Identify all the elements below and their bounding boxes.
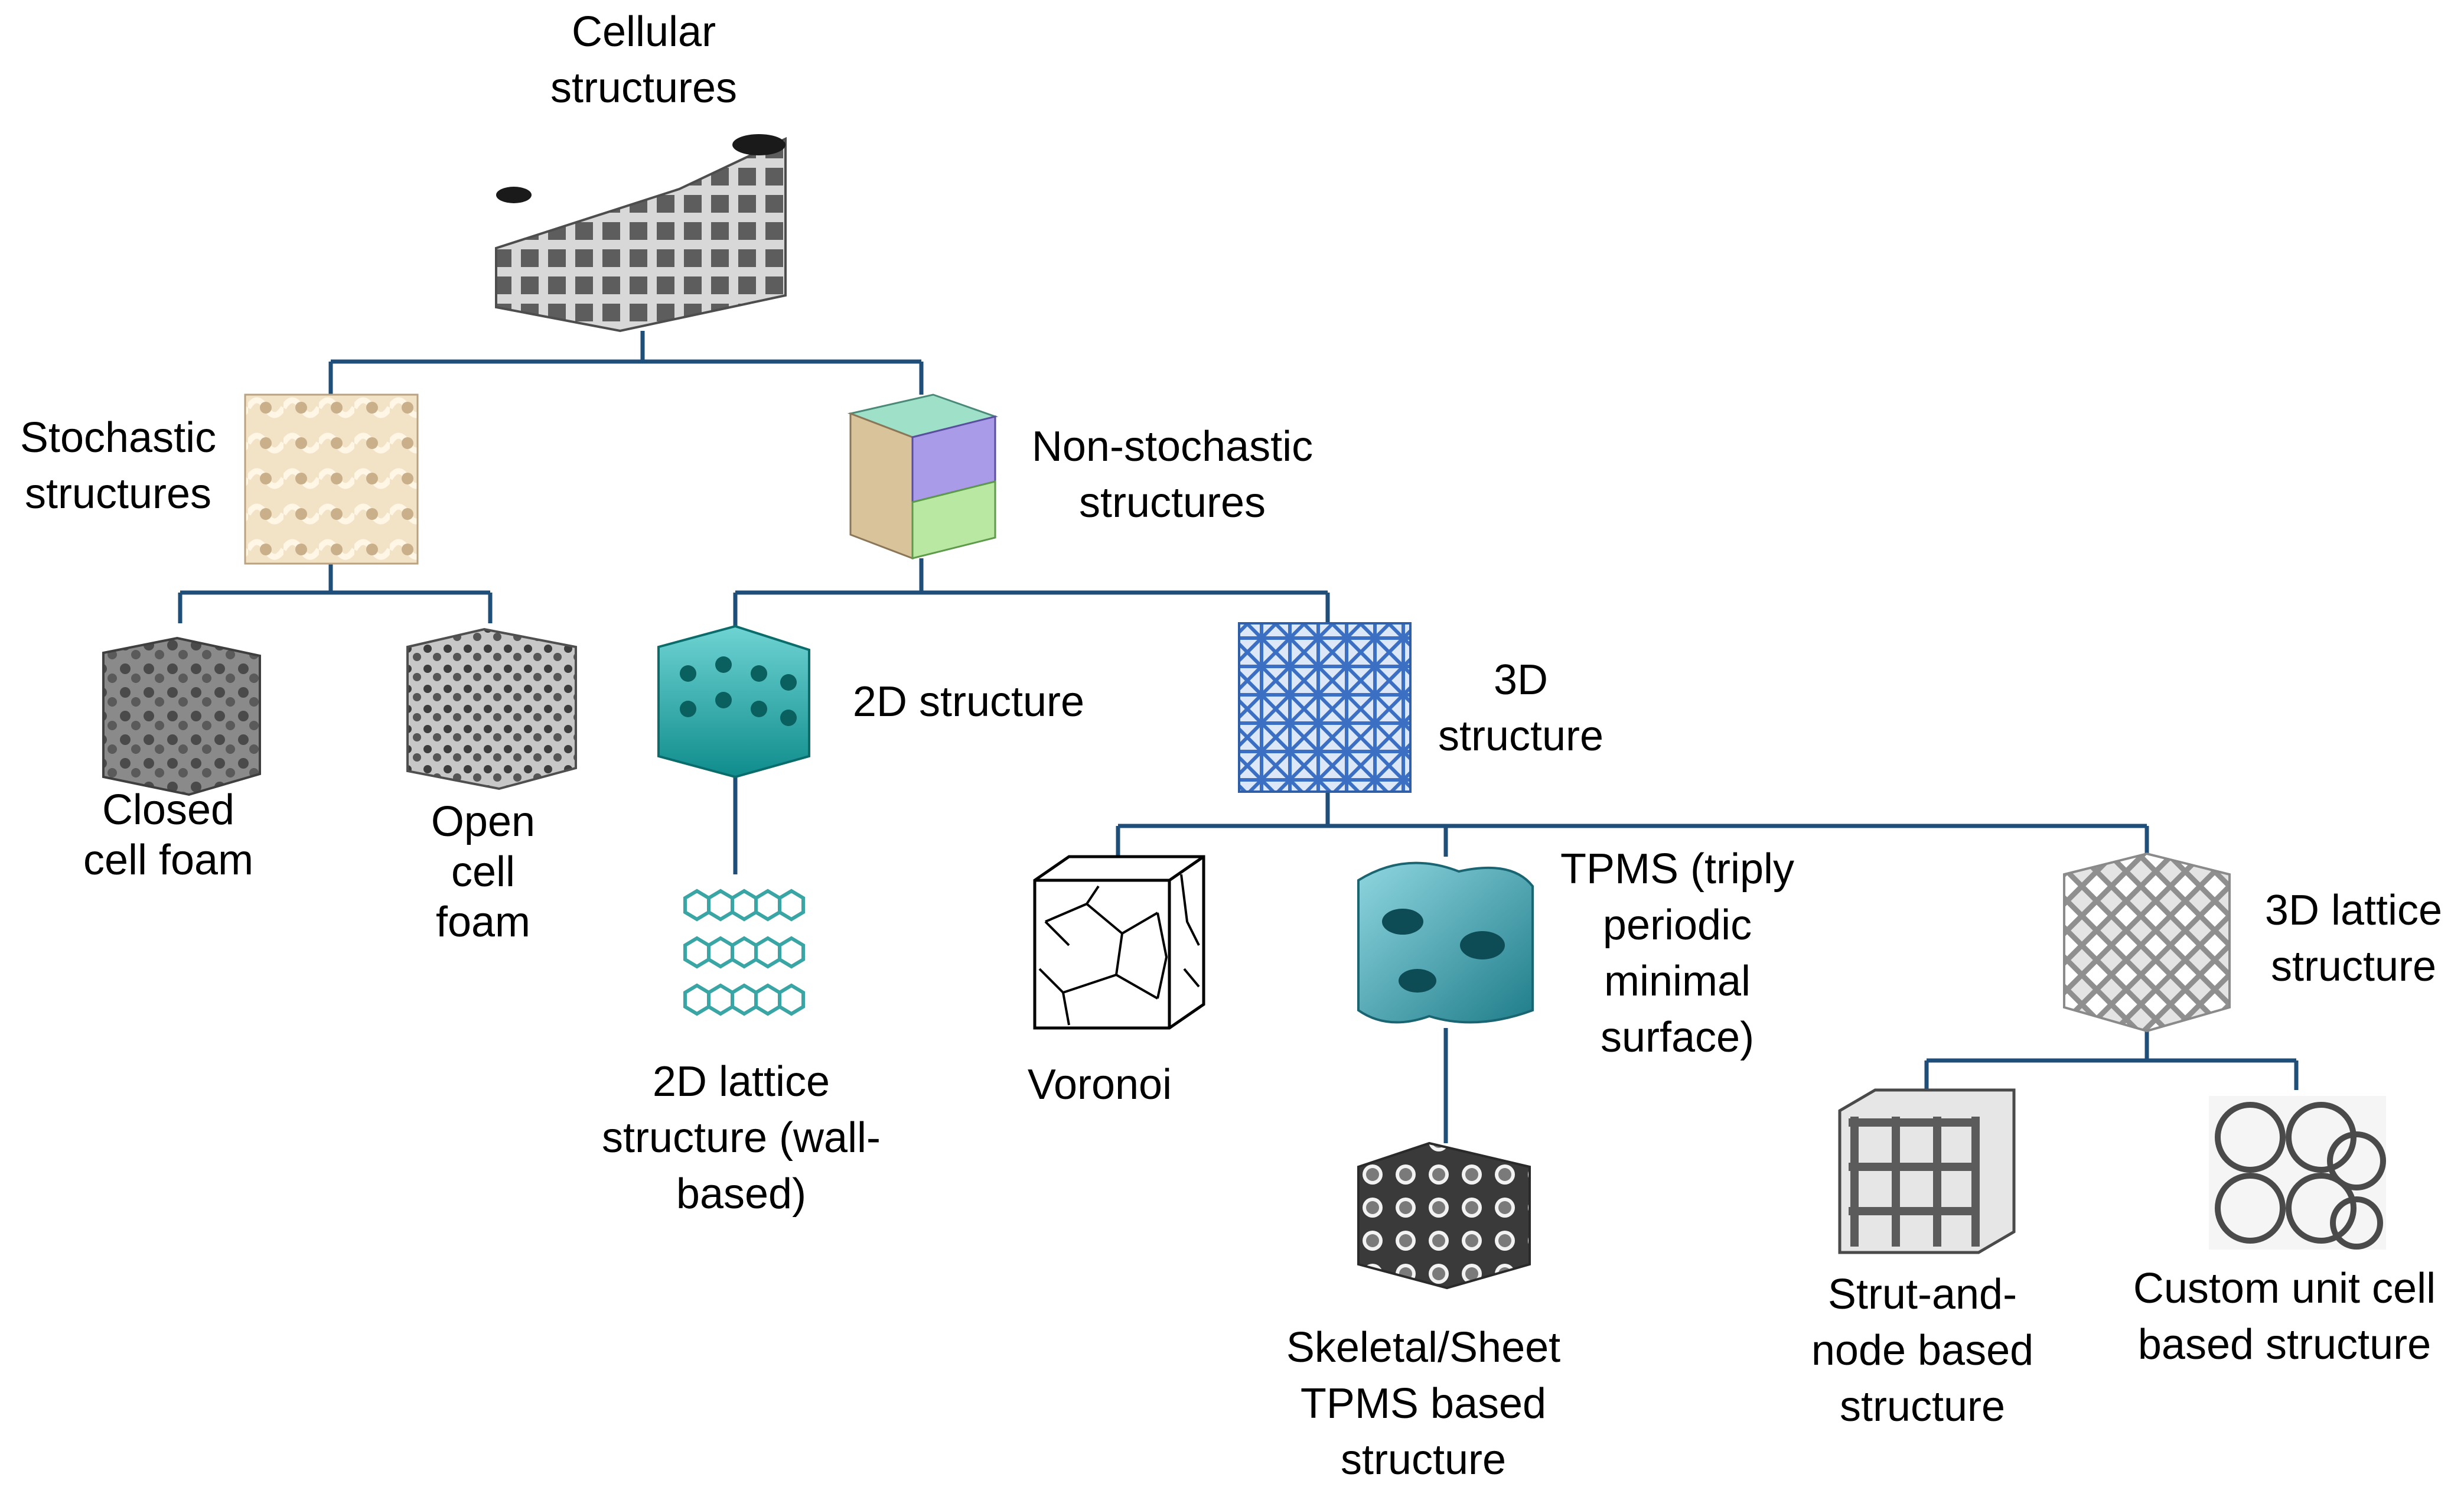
stochastic-label-line: structures — [25, 470, 211, 518]
root-label: Cellular structures — [550, 8, 737, 112]
tpms-based-label-line: Skeletal/Sheet — [1286, 1324, 1560, 1371]
tpms-label-line: minimal — [1604, 958, 1751, 1005]
open-foam-label-line: cell — [451, 848, 515, 896]
strut-node-label-line: structure — [1840, 1383, 2005, 1430]
grey-lattice-image — [2063, 852, 2231, 1033]
custom-cell-label: Custom unit cell based structure — [2133, 1265, 2436, 1368]
multi-lattice-cube-image — [847, 393, 999, 560]
structure-2d-label: 2D structure — [853, 678, 1084, 726]
hexagon-grid-image — [676, 883, 824, 1043]
custom-cell-label-line: based structure — [2138, 1321, 2431, 1368]
stochastic-label-line: Stochastic — [20, 414, 216, 461]
non-stochastic-label: Non-stochastic structures — [1032, 423, 1313, 526]
closed-foam-label-line: Closed — [102, 786, 234, 834]
lattice-2d-label-line: structure (wall- — [602, 1114, 881, 1162]
tpms-label-line: periodic — [1603, 902, 1752, 949]
open-foam-label-line: foam — [436, 899, 530, 946]
custom-cell-cube-image — [2209, 1096, 2386, 1250]
closed-cell-foam-image — [102, 636, 261, 796]
closed-foam-label-line: cell foam — [83, 837, 253, 884]
gyroid-surface-image — [1357, 861, 1534, 1024]
strut-node-cube-image — [1838, 1088, 2016, 1254]
tpms-based-label-line: TPMS based — [1301, 1380, 1546, 1427]
root-label-line: structures — [550, 64, 737, 112]
non-stochastic-label-line: Non-stochastic — [1032, 423, 1313, 470]
tpms-label-line: surface) — [1601, 1014, 1754, 1061]
tpms-sheet-image — [1357, 1141, 1531, 1290]
strut-node-label: Strut-and-node based structure — [1811, 1271, 2033, 1430]
root-label-line: Cellular — [572, 8, 716, 56]
strut-node-label-line: node based — [1811, 1327, 2033, 1374]
honeycomb-block-image — [657, 624, 810, 779]
open-cell-foam-image — [406, 627, 577, 790]
metal-lattice-panel-image — [493, 134, 788, 333]
structure-3d-label-line: 3D — [1494, 656, 1548, 704]
structure-3d-label-line: structure — [1438, 713, 1603, 760]
strut-node-label-line: Strut-and- — [1828, 1271, 2017, 1318]
lattice-2d-label: 2D lattice structure (wall-based) — [602, 1058, 881, 1218]
tpms-based-label-line: structure — [1341, 1436, 1506, 1484]
custom-cell-label-line: Custom unit cell — [2133, 1265, 2436, 1312]
voronoi-cube-image — [1033, 855, 1205, 1030]
ceramic-foam-image — [244, 393, 419, 565]
lattice-2d-label-line: 2D lattice — [653, 1058, 830, 1105]
tpms-label-line: TPMS (triply — [1560, 845, 1794, 893]
tree-connectors — [178, 331, 2299, 1143]
voronoi-label-line: Voronoi — [1028, 1061, 1172, 1108]
tpms-label: TPMS (triply periodic minimal surface) — [1560, 845, 1794, 1061]
lattice-3d-label-line: structure — [2271, 943, 2436, 990]
lattice-3d-label-line: 3D lattice — [2265, 887, 2442, 934]
voronoi-label: Voronoi — [1028, 1061, 1172, 1108]
stochastic-label: Stochastic structures — [20, 414, 216, 518]
blue-lattice-cube-image — [1238, 622, 1412, 793]
lattice-3d-label: 3D lattice structure — [2265, 887, 2442, 990]
lattice-2d-label-line: based) — [676, 1170, 806, 1218]
open-foam-label-line: Open — [431, 798, 535, 845]
structure-3d-label: 3D structure — [1438, 656, 1603, 760]
non-stochastic-label-line: structures — [1079, 479, 1266, 526]
structure-2d-label-line: 2D structure — [853, 678, 1084, 726]
